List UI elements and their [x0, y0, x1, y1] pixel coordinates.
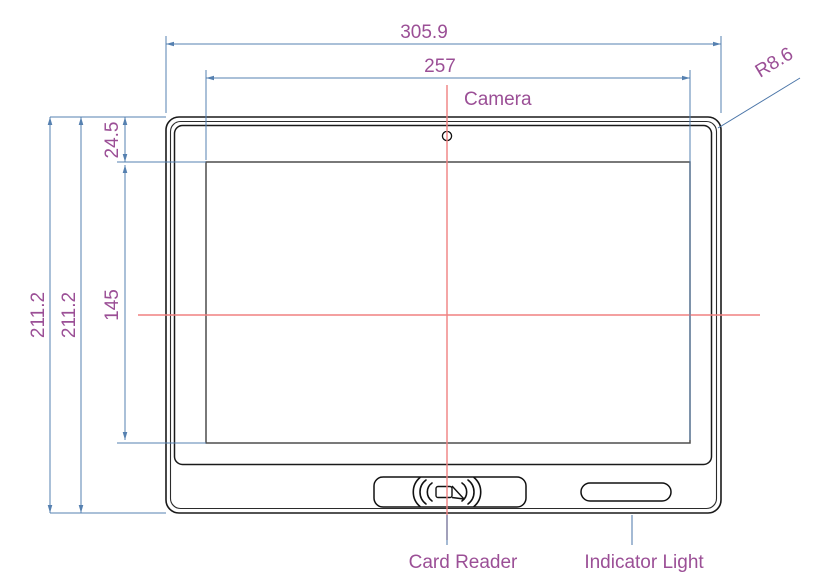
dimension-corner-radius: R8.6 [717, 44, 801, 129]
screen-active-area [205, 161, 691, 444]
card-reader-module[interactable] [373, 476, 527, 508]
nfc-arc-right-2 [467, 479, 475, 505]
callout-label-camera: Camera [464, 89, 532, 110]
indicator-pill-icon [580, 482, 672, 502]
dimension-screen-width: 257 [205, 56, 691, 440]
dim-label-overall-width: 305.9 [400, 22, 448, 43]
dimension-overall-width: 305.9 [165, 22, 722, 113]
nfc-wave-icon [412, 476, 482, 508]
nfc-arc-right-1 [461, 482, 468, 502]
callout-label-card-reader: Card Reader [409, 552, 518, 573]
nfc-card-edge [451, 485, 465, 500]
nfc-card-base [451, 496, 465, 500]
nfc-arc-left-1 [426, 482, 433, 502]
nfc-arc-right-3 [473, 476, 482, 508]
nfc-arc-left-3 [412, 476, 421, 508]
card-reader-outline [373, 476, 527, 508]
dimension-top-bezel: 24.5 [102, 117, 206, 163]
dimension-screen-height: 145 [102, 165, 206, 444]
device-front-plate-outline [173, 124, 713, 466]
dim-label-corner-radius: R8.6 [752, 44, 797, 83]
dim-label-overall-height-inner: 211.2 [59, 292, 80, 338]
leader-line-r86 [717, 77, 801, 129]
dim-label-screen-width: 257 [424, 56, 456, 77]
nfc-card-shape [435, 485, 453, 499]
dimension-overall-height-outer: 211.2 [28, 117, 53, 513]
callout-card-reader: Card Reader [409, 515, 518, 573]
dim-label-top-bezel: 24.5 [102, 122, 123, 159]
dimension-overall-height-inner: 211.2 [59, 117, 84, 513]
nfc-arc-left-2 [419, 479, 427, 505]
dim-label-screen-height: 145 [102, 289, 123, 321]
callout-label-indicator-light: Indicator Light [584, 552, 704, 573]
callout-indicator-light: Indicator Light [584, 515, 704, 573]
dim-label-overall-height-outer: 211.2 [28, 292, 49, 338]
